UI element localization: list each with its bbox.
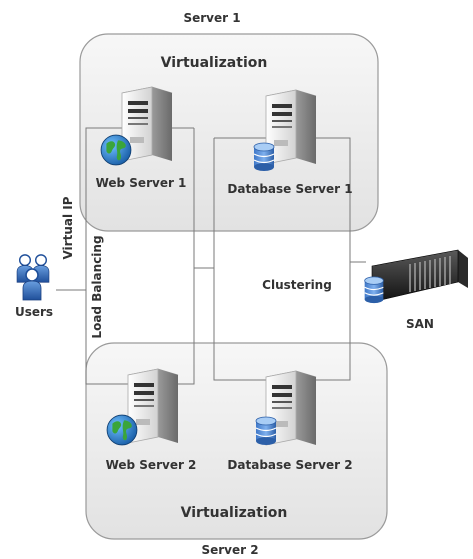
database-icon [253, 142, 275, 172]
web-server-2-label: Web Server 2 [106, 458, 197, 472]
globe-icon [100, 134, 132, 166]
server2-virtualization-label: Virtualization [181, 505, 288, 521]
database-icon [255, 416, 277, 446]
database-server-1-label: Database Server 1 [227, 182, 352, 196]
users-node[interactable] [16, 254, 50, 301]
san-label: SAN [406, 317, 434, 331]
san-storage-icon [364, 249, 468, 304]
server1-virtualization-label: Virtualization [161, 55, 268, 71]
web-server-1-label: Web Server 1 [96, 176, 187, 190]
database-icon [364, 276, 384, 304]
server2-title: Server 2 [201, 543, 258, 557]
san-node[interactable] [364, 249, 468, 304]
virtual-ip-label: Virtual IP [61, 196, 75, 259]
users-label: Users [15, 305, 53, 319]
clustering-label: Clustering [262, 278, 332, 292]
load-balancing-label: Load Balancing [90, 235, 104, 338]
globe-icon [106, 414, 138, 446]
database-server-2-label: Database Server 2 [227, 458, 352, 472]
server1-title: Server 1 [183, 11, 240, 25]
users-icon [16, 254, 50, 301]
server1-box [79, 33, 379, 232]
